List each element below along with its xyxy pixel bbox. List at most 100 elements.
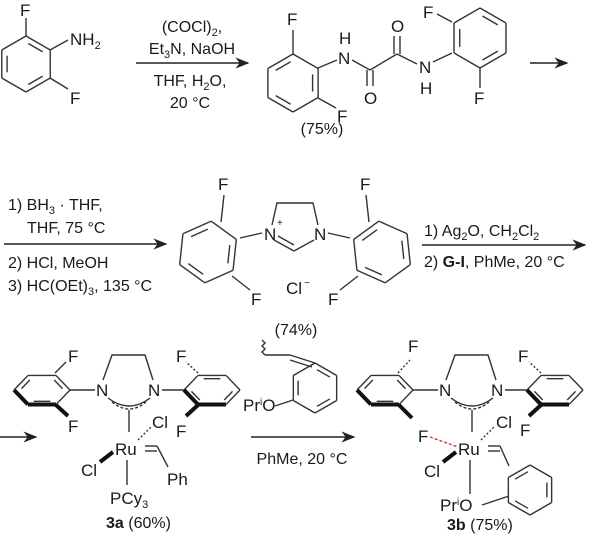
ring-bond xyxy=(356,269,386,284)
ring-bond xyxy=(529,464,553,479)
atom-n: N xyxy=(264,225,276,244)
reagent-line: THF, 75 °C xyxy=(27,220,105,237)
yield-label: (74%) xyxy=(275,322,318,339)
ring-bond xyxy=(178,233,184,265)
atom-cl: Cl xyxy=(81,461,97,480)
ring-double-bond xyxy=(27,75,43,86)
ring-double-bond xyxy=(316,369,331,378)
atom-n: N xyxy=(338,49,350,68)
ring-bond xyxy=(507,464,531,479)
atom-n: N xyxy=(314,225,326,244)
phenyl-group: Ph xyxy=(167,470,188,489)
atom-f: F xyxy=(418,427,428,446)
atom-f: F xyxy=(218,175,228,194)
atom-f: F xyxy=(474,89,484,108)
ring-bond xyxy=(210,220,237,240)
atom-f: F xyxy=(176,347,186,366)
atom-cl: Cl xyxy=(496,413,512,432)
ring-bond xyxy=(529,501,553,516)
ring-bond xyxy=(479,52,507,69)
ring-double-bond xyxy=(190,390,201,401)
ring-bond xyxy=(398,374,414,391)
condition-line: 20 °C xyxy=(170,95,210,112)
atom-f: F xyxy=(337,107,347,126)
f-ru-interaction xyxy=(429,436,459,448)
condition-line: THF, H2O, xyxy=(154,73,227,93)
atom-o: O xyxy=(391,17,404,36)
ring-bond xyxy=(398,389,414,406)
ring-bond xyxy=(55,389,71,406)
ring-double-bond xyxy=(361,229,378,242)
ring-double-bond xyxy=(316,398,331,407)
ring-bond xyxy=(267,96,294,113)
atom-h: H xyxy=(420,79,432,98)
atom-nh2: NH2 xyxy=(70,30,101,52)
atom-cl: Cl xyxy=(424,462,440,481)
ring-bond xyxy=(453,7,481,24)
ring-double-bond xyxy=(514,500,529,509)
compound-label: 3a (60%) xyxy=(106,515,171,532)
atom-cl: Cl xyxy=(152,413,168,432)
ring-double-bond xyxy=(27,42,43,53)
ring-double-bond xyxy=(190,228,209,238)
difluoroaniline: F NH2 F xyxy=(20,1,101,108)
ring-bond xyxy=(314,362,338,377)
ring-bond xyxy=(352,239,358,271)
atom-n: N xyxy=(96,381,108,400)
condition-line: PhMe, 20 °C xyxy=(257,451,348,468)
ring-bond xyxy=(55,374,71,391)
ring-bond xyxy=(179,264,206,284)
ring-double-bond xyxy=(482,15,499,26)
ring-bond xyxy=(182,220,212,235)
ring-bond xyxy=(353,220,380,240)
reagent-line: 1) Ag2O, CH2Cl2 xyxy=(424,223,539,243)
atom-f: F xyxy=(518,347,528,366)
atom-n: N xyxy=(419,58,431,77)
atom-h: H xyxy=(339,29,351,48)
ring-bond xyxy=(232,239,238,271)
reaction-step-2: 1) BH3 · THF, THF, 75 °C 2) HCl, MeOH 3)… xyxy=(4,197,168,298)
atom-n: N xyxy=(491,381,503,400)
chloride-ion: Cl− xyxy=(286,278,310,298)
atom-f: F xyxy=(176,422,186,441)
ring-double-bond xyxy=(275,61,291,71)
ring-double-bond xyxy=(20,379,31,390)
ring-bond xyxy=(292,399,316,414)
reagent-line: Et3N, NaOH xyxy=(149,41,235,61)
ring-double-bond xyxy=(533,390,544,401)
isopropoxy-group: PriO xyxy=(440,496,472,515)
ring-bond xyxy=(314,399,338,414)
ring-bond xyxy=(204,269,234,284)
atom-f: F xyxy=(328,290,338,309)
atom-o: O xyxy=(364,89,377,108)
ring-bond xyxy=(267,53,294,70)
positive-charge: + xyxy=(277,218,283,229)
compound-label: 3b (75%) xyxy=(447,517,513,534)
complex-3b: N N F F F F Ru Cl Cl PriO 3b (75%) xyxy=(397,337,543,534)
atom-f: F xyxy=(251,290,261,309)
atom-f: F xyxy=(520,421,530,440)
complex-3a: N N F F F F Ru Cl Cl Ph PCy3 3a (60%) xyxy=(54,347,200,532)
reagent-line: (COCl)2, xyxy=(162,19,222,39)
ring-bond xyxy=(292,362,316,377)
ring-double-bond xyxy=(482,50,499,61)
ring-bond xyxy=(182,388,200,406)
ring-bond xyxy=(25,77,51,93)
reaction-step-4: PriO PhMe, 20 °C xyxy=(243,339,356,468)
ring-bond xyxy=(568,389,584,406)
ring-bond xyxy=(1,77,27,93)
ring-bond xyxy=(12,388,30,406)
atom-n: N xyxy=(439,381,451,400)
bis-aryl-oxamide: F F N H O O N H F F (75%) xyxy=(287,3,484,138)
ring-bond xyxy=(525,388,543,406)
atom-f: F xyxy=(360,175,370,194)
atom-f: F xyxy=(287,10,297,29)
isopropoxy-group: PriO xyxy=(243,396,275,415)
ring-double-bond xyxy=(396,379,407,390)
ring-double-bond xyxy=(275,95,291,105)
rings-layer xyxy=(1,7,584,516)
ring-double-bond xyxy=(53,379,64,390)
ring-bond xyxy=(292,96,319,113)
ring-bond xyxy=(568,374,584,391)
